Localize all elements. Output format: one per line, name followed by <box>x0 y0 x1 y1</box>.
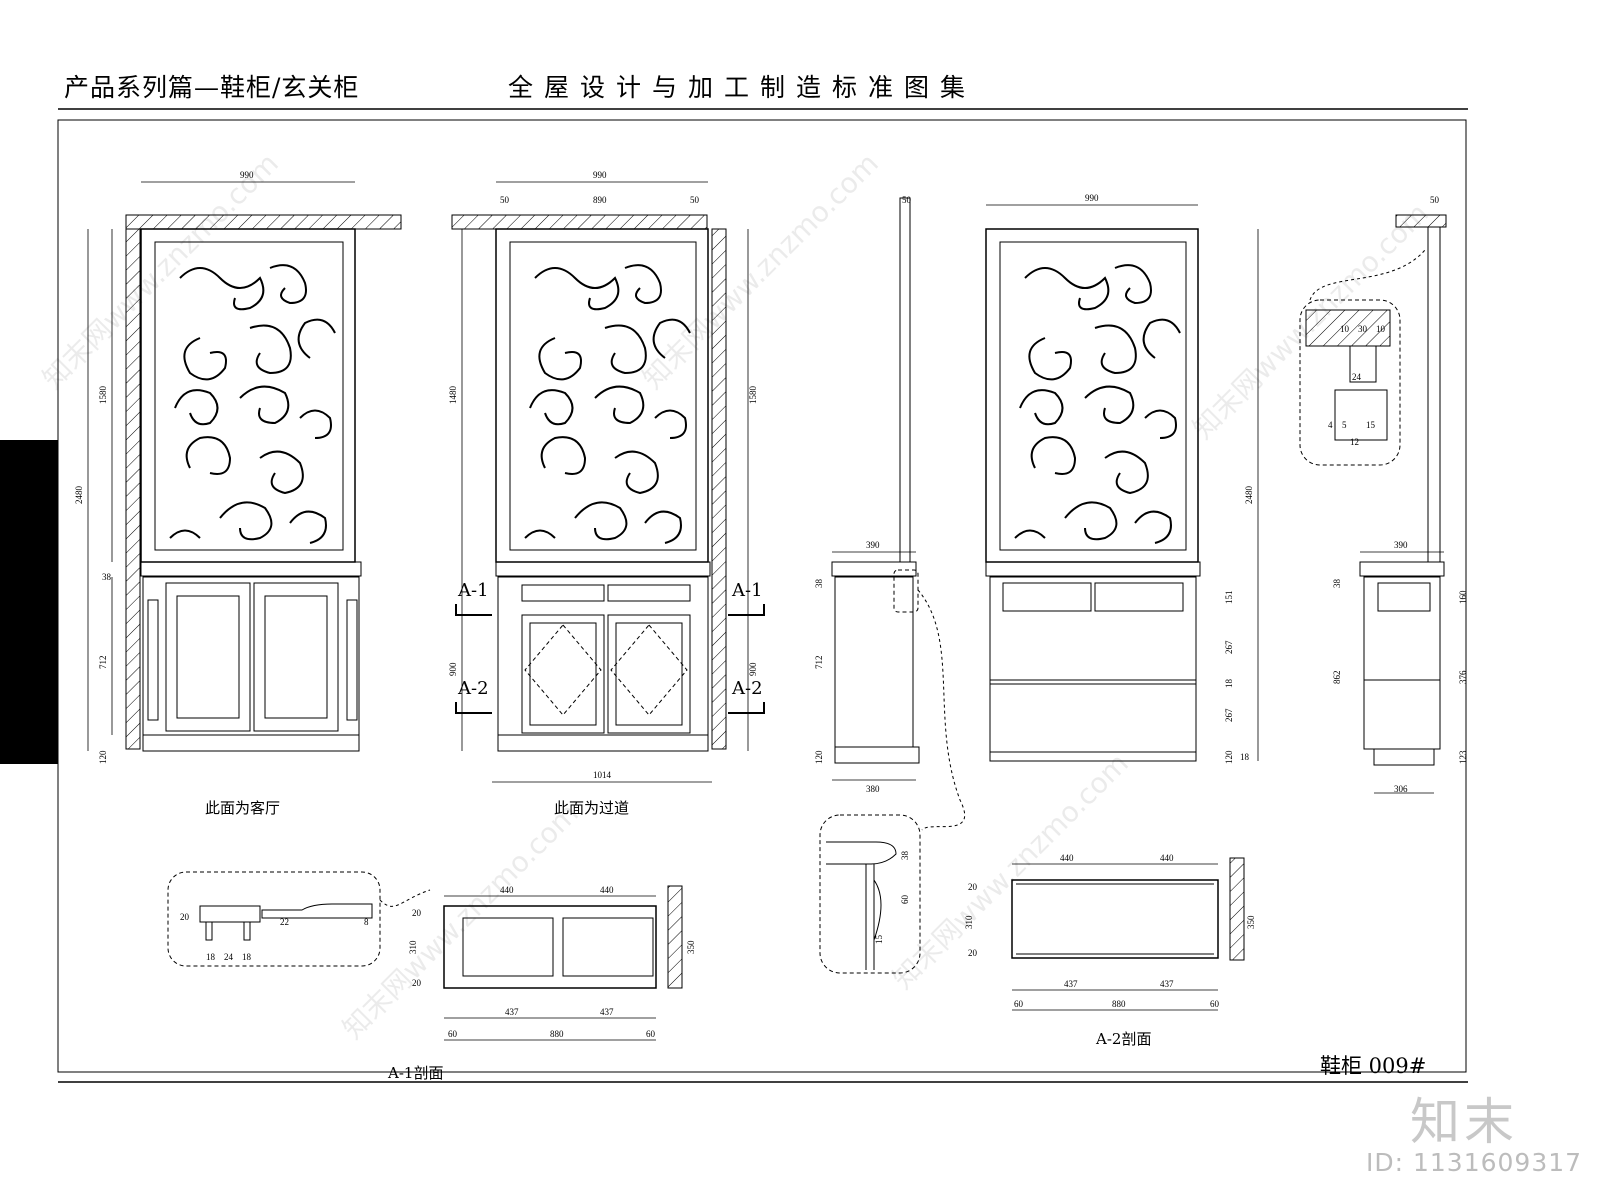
brand-watermark: 知末 <box>1410 1093 1518 1151</box>
svg-text:5: 5 <box>1342 420 1347 430</box>
svg-text:267: 267 <box>1224 708 1234 722</box>
svg-text:712: 712 <box>814 656 824 670</box>
svg-text:380: 380 <box>866 784 880 794</box>
svg-text:350: 350 <box>686 940 696 954</box>
svg-text:2480: 2480 <box>1244 486 1254 505</box>
svg-text:437: 437 <box>600 1007 614 1017</box>
section-a1: 18 24 18 22 8 20 440 440 437 437 880 60 … <box>167 871 696 1041</box>
svg-text:350: 350 <box>1246 915 1256 929</box>
cornice-detail: 38 60 15 <box>819 814 921 974</box>
svg-text:60: 60 <box>448 1029 458 1039</box>
svg-text:24: 24 <box>1352 372 1362 382</box>
svg-text:880: 880 <box>550 1029 564 1039</box>
svg-text:310: 310 <box>964 915 974 929</box>
svg-text:22: 22 <box>280 917 289 927</box>
svg-text:A-2: A-2 <box>457 678 489 699</box>
id-watermark: ID: 1131609317 <box>1366 1148 1583 1177</box>
elevation-living-room: 990 2480 1580 38 712 120 <box>74 170 402 764</box>
svg-text:20: 20 <box>968 948 978 958</box>
svg-text:10: 10 <box>1340 324 1350 334</box>
svg-text:10: 10 <box>1376 324 1386 334</box>
svg-text:440: 440 <box>600 885 614 895</box>
svg-text:A-2: A-2 <box>731 678 763 699</box>
svg-text:38: 38 <box>102 572 112 582</box>
svg-text:50: 50 <box>690 195 700 205</box>
side-section-2: 390 306 38 862 160 376 123 50 10 30 10 2… <box>1299 195 1468 794</box>
svg-text:1014: 1014 <box>593 770 612 780</box>
svg-text:440: 440 <box>500 885 514 895</box>
svg-text:120: 120 <box>98 750 108 764</box>
svg-text:862: 862 <box>1332 671 1342 685</box>
svg-text:306: 306 <box>1394 784 1408 794</box>
svg-text:A-1: A-1 <box>731 580 763 601</box>
svg-text:50: 50 <box>1430 195 1440 205</box>
svg-text:900: 900 <box>448 662 458 676</box>
svg-text:12: 12 <box>1350 437 1359 447</box>
svg-text:990: 990 <box>1085 193 1099 203</box>
series-title: 产品系列篇—鞋柜/玄关柜 <box>64 73 360 102</box>
svg-text:437: 437 <box>1064 979 1078 989</box>
svg-text:20: 20 <box>412 908 422 918</box>
svg-text:160: 160 <box>1458 590 1468 604</box>
svg-text:15: 15 <box>1366 420 1376 430</box>
svg-text:267: 267 <box>1224 640 1234 654</box>
section-a2: 440 440 437 437 880 60 60 310 20 20 350 <box>964 853 1256 1011</box>
svg-text:120: 120 <box>814 750 824 764</box>
section-a2-label: A-2剖面 <box>1096 1030 1152 1048</box>
svg-text:20: 20 <box>412 978 422 988</box>
svg-text:50: 50 <box>500 195 510 205</box>
svg-text:890: 890 <box>593 195 607 205</box>
svg-text:50: 50 <box>902 195 912 205</box>
svg-text:390: 390 <box>1394 540 1408 550</box>
svg-text:437: 437 <box>1160 979 1174 989</box>
svg-text:18: 18 <box>1224 679 1234 689</box>
svg-text:437: 437 <box>505 1007 519 1017</box>
sheet-title: 鞋柜 009# <box>1320 1054 1427 1078</box>
svg-text:18: 18 <box>242 952 252 962</box>
svg-text:18: 18 <box>206 952 216 962</box>
svg-text:1580: 1580 <box>98 386 108 405</box>
svg-text:440: 440 <box>1060 853 1074 863</box>
svg-text:20: 20 <box>180 912 190 922</box>
svg-text:123: 123 <box>1458 750 1468 764</box>
elevation-open: 990 2480 151 267 18 267 120 18 <box>985 193 1259 764</box>
svg-text:15: 15 <box>874 935 884 945</box>
svg-text:24: 24 <box>224 952 234 962</box>
svg-text:2480: 2480 <box>74 486 84 505</box>
living-room-face-label: 此面为客厅 <box>205 799 281 817</box>
svg-text:376: 376 <box>1458 670 1468 684</box>
svg-text:38: 38 <box>1332 579 1342 589</box>
side-section: 390 380 38 712 120 50 <box>814 195 966 831</box>
corridor-face-label: 此面为过道 <box>554 799 630 817</box>
svg-text:60: 60 <box>900 895 910 905</box>
svg-text:712: 712 <box>98 656 108 670</box>
black-side-tab <box>0 440 58 764</box>
svg-text:4: 4 <box>1328 420 1333 430</box>
elevation-corridor: 990 890 50 50 1480 1580 900 900 1014 A-1… <box>448 170 765 783</box>
svg-text:60: 60 <box>1014 999 1024 1009</box>
svg-text:151: 151 <box>1224 591 1234 605</box>
svg-text:8: 8 <box>364 917 369 927</box>
svg-text:38: 38 <box>900 851 910 861</box>
svg-text:60: 60 <box>646 1029 656 1039</box>
svg-text:38: 38 <box>814 579 824 589</box>
svg-text:310: 310 <box>408 940 418 954</box>
svg-text:18: 18 <box>1240 752 1250 762</box>
svg-text:120: 120 <box>1224 750 1234 764</box>
atlas-title: 全屋设计与加工制造标准图集 <box>508 73 977 102</box>
svg-text:1480: 1480 <box>448 386 458 405</box>
svg-text:A-1: A-1 <box>457 580 489 601</box>
svg-text:390: 390 <box>866 540 880 550</box>
svg-text:900: 900 <box>748 662 758 676</box>
svg-text:20: 20 <box>968 882 978 892</box>
svg-text:440: 440 <box>1160 853 1174 863</box>
svg-text:880: 880 <box>1112 999 1126 1009</box>
svg-text:30: 30 <box>1358 324 1368 334</box>
svg-text:990: 990 <box>240 170 254 180</box>
svg-text:1580: 1580 <box>748 386 758 405</box>
svg-text:990: 990 <box>593 170 607 180</box>
section-a1-label: A-1剖面 <box>388 1064 444 1082</box>
svg-text:60: 60 <box>1210 999 1220 1009</box>
